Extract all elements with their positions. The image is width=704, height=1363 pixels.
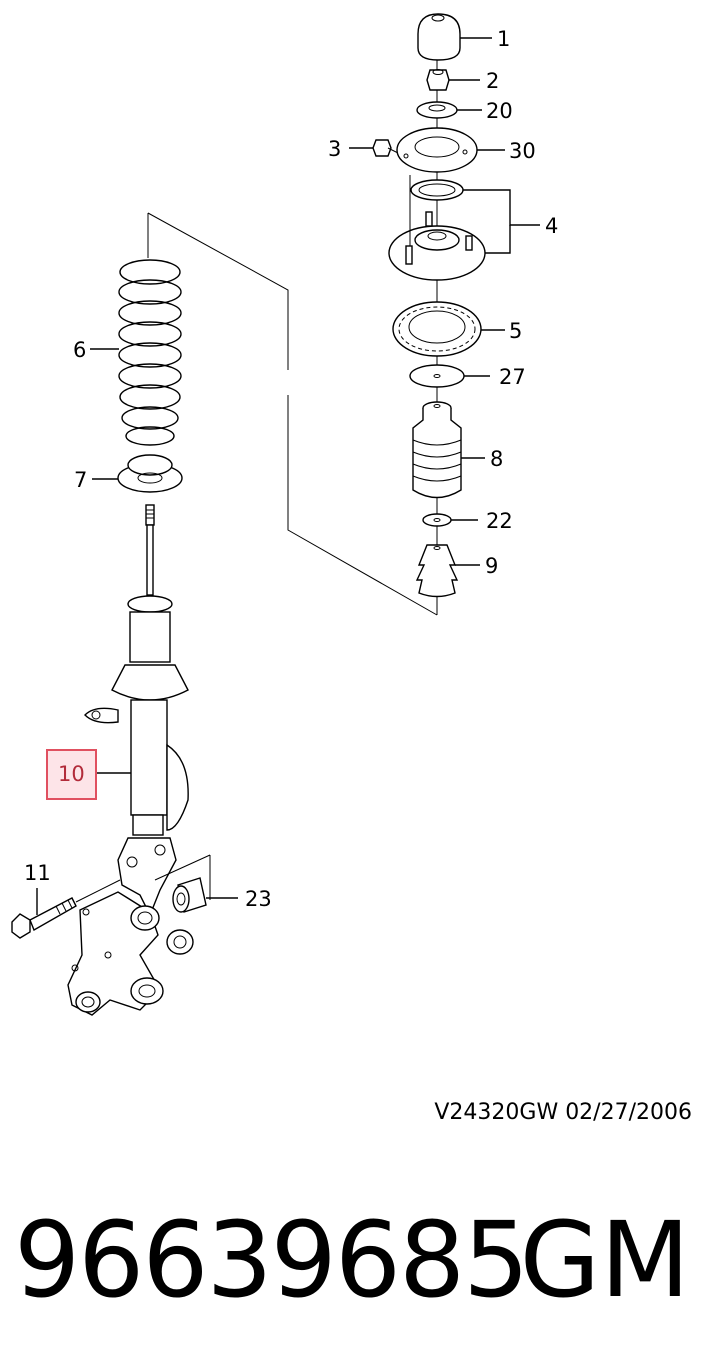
callout-leaders	[36, 37, 540, 915]
callout-labels: 1 2 20 3 30 4 5 27 6 8 7 22 9 10 11 23	[24, 27, 558, 911]
part-bushing	[172, 877, 207, 913]
diagram-reference-code: V24320GW 02/27/2006	[434, 1100, 692, 1125]
part-strut-mount	[388, 175, 486, 281]
part-lower-spring-seat	[117, 454, 183, 493]
part-knuckle	[67, 837, 211, 1016]
brand-name: GM	[519, 1199, 690, 1321]
callout-10[interactable]: 10	[58, 762, 85, 786]
callout-23: 23	[245, 887, 272, 911]
callout-7: 7	[74, 468, 87, 492]
callout-30: 30	[509, 139, 536, 163]
part-top-cap	[417, 13, 461, 61]
part-number: 96639685	[14, 1199, 529, 1321]
part-strut-assembly	[84, 504, 189, 836]
callout-8: 8	[490, 447, 503, 471]
callout-22: 22	[486, 509, 513, 533]
part-bolt	[11, 879, 121, 939]
part-spring-seat-ring	[392, 301, 482, 357]
callout-9: 9	[485, 554, 498, 578]
callout-20: 20	[486, 99, 513, 123]
callout-5: 5	[509, 319, 522, 343]
part-washer-22	[422, 513, 452, 527]
part-washer-27	[409, 364, 465, 388]
callout-11: 11	[24, 861, 51, 885]
callout-2: 2	[486, 69, 499, 93]
part-mount-plate	[396, 127, 478, 173]
part-coil-spring	[118, 213, 182, 446]
part-bump-stop	[415, 544, 459, 598]
callout-3: 3	[328, 137, 341, 161]
footer: 96639685 GM	[14, 1195, 690, 1325]
part-dust-boot	[412, 401, 462, 499]
callout-6: 6	[73, 338, 86, 362]
callout-4: 4	[545, 214, 558, 238]
part-nut	[426, 69, 450, 91]
callout-1: 1	[497, 27, 510, 51]
callout-27: 27	[499, 365, 526, 389]
highlight-box	[46, 749, 97, 800]
assembly-frame	[147, 25, 438, 616]
part-washer-20	[416, 101, 458, 119]
